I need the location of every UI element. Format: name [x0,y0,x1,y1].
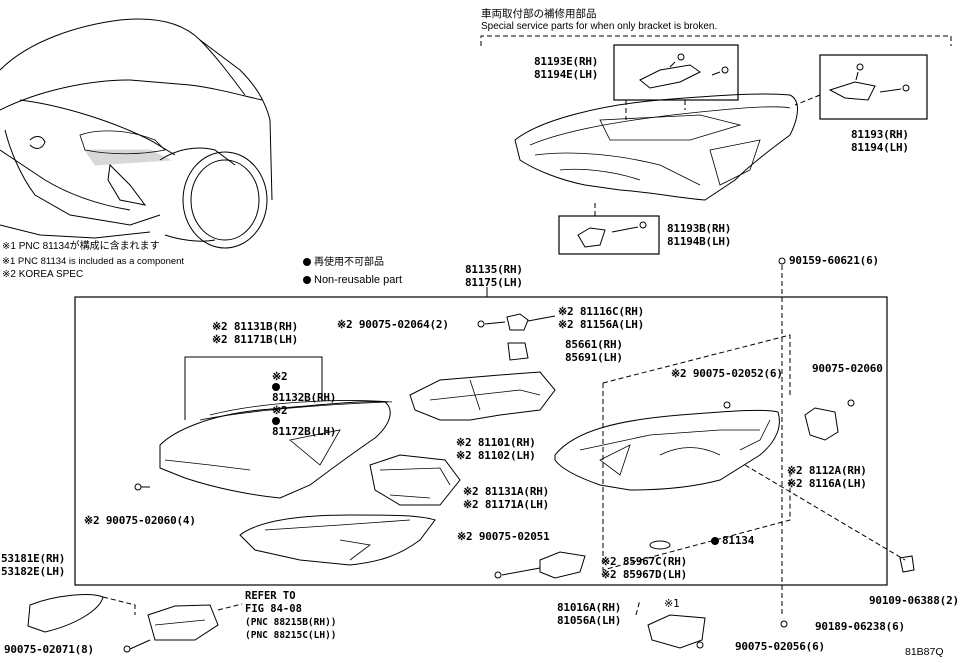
bolt-90075-02071 [123,645,131,653]
label-81193b[interactable]: 81193B(RH)81194B(LH) [667,222,732,248]
lens-81131b-illustration [159,400,393,499]
label-90075-02056[interactable]: 90075-02056(6) [735,640,825,653]
non-reusable-dot-icon [711,537,719,545]
bracket-81193b-part [577,221,647,248]
seal-81134-illustration [649,540,671,550]
label-90075-02071[interactable]: 90075-02071(8) [4,643,94,656]
bracket-81193e-part [639,53,729,89]
part-85661-illustration [507,342,529,361]
non-reusable-dot-icon [303,276,311,284]
label-90075-02060[interactable]: 90075-02060 [812,362,883,375]
label-8112a[interactable]: ※2 8112A(RH)※2 8116A(LH) [787,464,867,490]
bracket-box-81193e [613,44,739,101]
label-81116c[interactable]: ※2 81116C(RH)※2 81156A(LH) [558,305,645,331]
service-bracket-dash [480,35,952,46]
top-headlamp-illustration [514,93,798,201]
leader-81193 [794,94,821,106]
garnish-53181e-illustration [27,594,104,633]
bracket-88215b-illustration [147,604,219,641]
leader-90075-02071 [129,639,151,650]
label-90159[interactable]: 90159-60621(6) [789,254,879,267]
part-81116c-illustration [477,313,556,331]
label-81193e[interactable]: 81193E(RH)81194E(LH) [534,55,599,81]
refer-to-fig-84-08[interactable]: REFER TO FIG 84-08 (PNC 88215B(RH)) (PNC… [245,590,337,641]
bolt-90075-02052 [723,401,731,409]
module-85967c-illustration [494,551,586,579]
label-81131b[interactable]: ※2 81131B(RH)※2 81171B(LH) [212,320,299,346]
note-1-en: ※1 PNC 81134 is included as a component [2,256,185,267]
bracket-upper-illustration [409,371,556,421]
housing-81101-illustration [554,409,780,491]
label-53181e[interactable]: 53181E(RH)53182E(LH) [1,552,66,578]
label-81101[interactable]: ※2 81101(RH)※2 81102(LH) [456,436,536,462]
bolt-90189 [780,620,788,628]
leader-81016a [635,599,641,616]
label-85661[interactable]: 85661(RH)85691(LH) [565,338,623,364]
label-90109[interactable]: 90109-06388(2) [869,594,959,607]
ballast-8112a-illustration [804,399,855,441]
label-90075-02051[interactable]: ※2 90075-02051 [457,530,550,543]
clip-90109 [899,555,915,573]
housing-dash-box [602,334,791,571]
legend-jp: 再使用不可部品 [303,257,384,269]
non-reusable-dot-icon [272,417,280,425]
label-81016a[interactable]: 81016A(RH)81056A(LH) [557,601,622,627]
label-81135[interactable]: 81135(RH)81175(LH) [465,263,523,289]
label-90075-02052[interactable]: ※2 90075-02052(6) [671,367,783,380]
leader-81131b [184,356,323,420]
header-en-text: Special service parts for when only brac… [481,21,718,32]
bolt-90075-02060-4 [134,483,150,491]
label-81131a[interactable]: ※2 81131A(RH)※2 81171A(LH) [463,485,550,511]
label-81016a-mark: ※1 [664,597,680,610]
bracket-box-81193 [819,54,928,120]
note-2: ※2 KOREA SPEC [2,269,84,280]
label-85967c[interactable]: ※2 85967C(RH)※2 85967D(LH) [601,555,688,581]
note-1-jp: ※1 PNC 81134が構成に含まれます [2,241,160,252]
non-reusable-dot-icon [272,383,280,391]
label-90075-02064[interactable]: ※2 90075-02064(2) [337,318,449,331]
housing-81131a-illustration [369,454,461,506]
assembly-box-81135 [74,296,888,586]
label-81193[interactable]: 81193(RH)81194(LH) [851,128,909,154]
label-90075-02060-4[interactable]: ※2 90075-02060(4) [84,514,196,527]
leader-88215b [217,603,243,611]
car-front-illustration [0,18,273,249]
non-reusable-dot-icon [303,258,311,266]
label-90189[interactable]: 90189-06238(6) [815,620,905,633]
leader-53181e [102,596,136,615]
header-jp-text: 車両取付部の補修用部品 [481,8,597,20]
bezel-lower-illustration [239,514,436,566]
diagram-code: 81B87Q [905,646,944,658]
leader-81193e [625,100,686,120]
bracket-81016a-illustration [647,614,706,649]
legend-en: Non-reusable part [303,274,402,286]
label-81134[interactable]: 81134 [711,534,754,547]
bolt-90159 [778,257,786,265]
leader-90109 [744,464,906,561]
bracket-81193-part [828,63,910,101]
bracket-box-81193b [558,215,660,255]
